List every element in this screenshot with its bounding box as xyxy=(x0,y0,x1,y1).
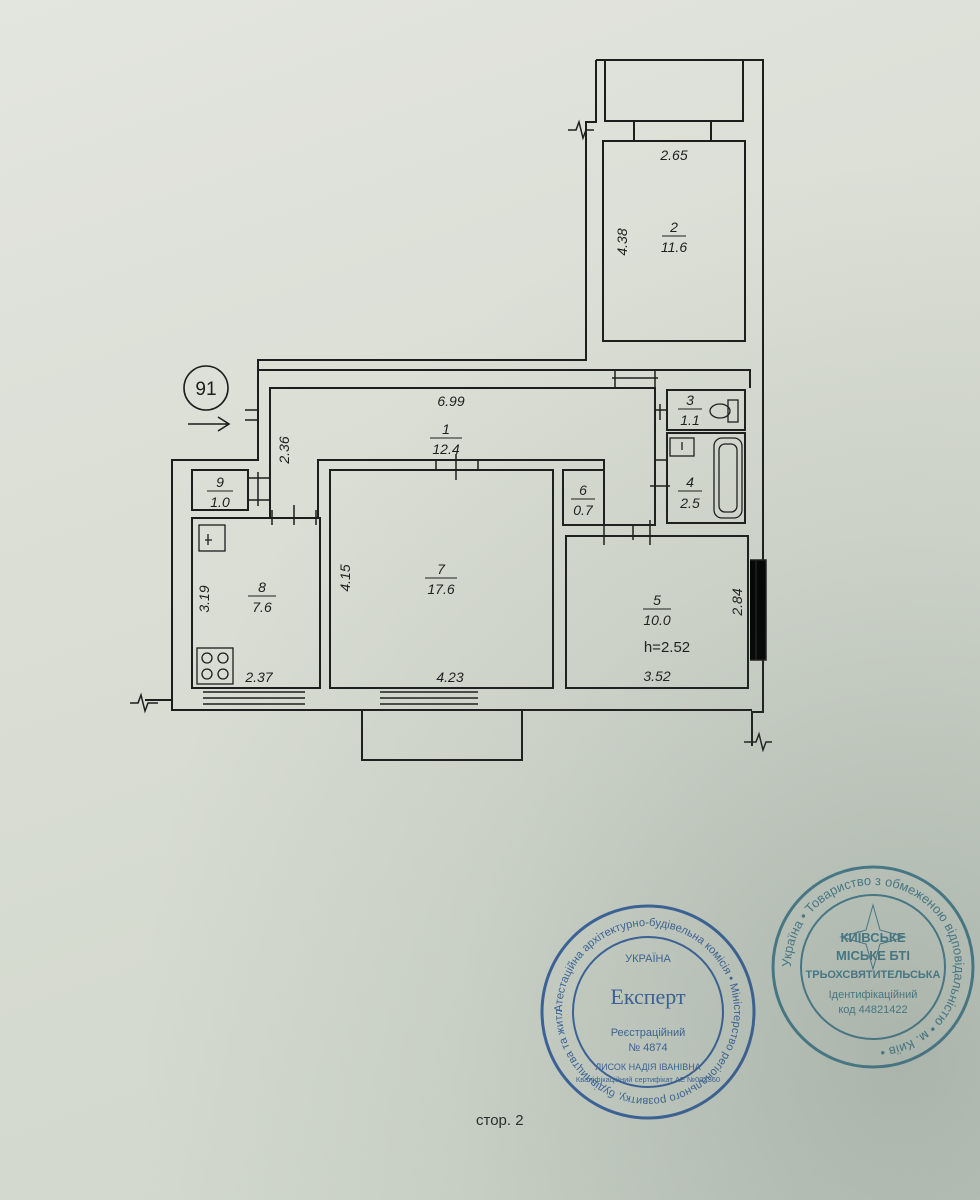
dim-corridor-length: 6.99 xyxy=(437,393,464,409)
svg-text:1: 1 xyxy=(442,421,450,437)
kitchen-sink-icon xyxy=(198,524,226,552)
dimensions: 2.65 4.38 6.99 2.36 4.15 4.23 3.19 2.37 … xyxy=(196,147,745,685)
expert-stamp-ring: Атестаційна архітектурно-будівельна комі… xyxy=(0,0,743,1107)
svg-text:7.6: 7.6 xyxy=(252,599,272,615)
dim-room5-width: 3.52 xyxy=(643,668,670,684)
room-7-label: 7 17.6 xyxy=(425,561,457,597)
svg-text:Експерт: Експерт xyxy=(610,984,686,1009)
room-8-outline xyxy=(191,517,321,689)
svg-text:УКРАЇНА: УКРАЇНА xyxy=(625,953,671,965)
svg-text:11.6: 11.6 xyxy=(661,239,687,255)
svg-text:ТРЬОХСВЯТИТЕЛЬСЬКА: ТРЬОХСВЯТИТЕЛЬСЬКА xyxy=(806,969,941,981)
svg-text:код 44821422: код 44821422 xyxy=(838,1004,907,1016)
dim-room5-length: 2.84 xyxy=(729,588,745,616)
room-labels: 2 11.6 1 12.4 3 1.1 4 2.5 6 0.7 9 1.0 xyxy=(207,219,702,628)
room-4-outline xyxy=(666,432,746,524)
svg-text:ЛИСОК НАДІЯ ІВАНІВНА: ЛИСОК НАДІЯ ІВАНІВНА xyxy=(595,1062,701,1072)
svg-text:Ідентифікаційний: Ідентифікаційний xyxy=(829,989,918,1001)
svg-text:1.1: 1.1 xyxy=(680,412,699,428)
room-3-outline xyxy=(666,389,746,431)
balcony-bottom xyxy=(361,710,523,761)
room-6-label: 6 0.7 xyxy=(571,482,595,518)
svg-text:№ 4874: № 4874 xyxy=(628,1042,667,1054)
svg-text:12.4: 12.4 xyxy=(432,441,459,457)
dim-corridor-width: 2.36 xyxy=(276,436,292,464)
apartment-number-badge: 91 xyxy=(183,365,229,411)
room-9-outline xyxy=(191,469,249,511)
outer-wall-left xyxy=(145,60,597,701)
room-2-label: 2 11.6 xyxy=(661,219,687,255)
svg-text:5: 5 xyxy=(653,592,661,608)
svg-text:8: 8 xyxy=(258,579,266,595)
bathtub-icon xyxy=(713,437,743,519)
toilet-icon xyxy=(709,399,739,423)
dim-room8-length: 3.19 xyxy=(196,585,212,612)
windows xyxy=(203,559,767,705)
svg-text:9: 9 xyxy=(216,474,224,490)
dim-room7-width: 4.23 xyxy=(436,669,463,685)
doors xyxy=(245,370,670,545)
balcony-top xyxy=(604,60,744,122)
svg-text:1.0: 1.0 xyxy=(210,494,230,510)
svg-text:2.5: 2.5 xyxy=(679,495,700,511)
dim-room2-length: 4.38 xyxy=(614,228,630,255)
bti-stamp-ring: Україна • Товариство з обмеженою відпові… xyxy=(779,873,967,1061)
room-8-label: 8 7.6 xyxy=(248,579,276,615)
ceiling-height: h=2.52 xyxy=(644,639,690,656)
svg-text:Реєстраційний: Реєстраційний xyxy=(611,1027,686,1039)
room-7-outline xyxy=(329,469,554,689)
room-9-label: 9 1.0 xyxy=(207,474,233,510)
bti-stamp: Україна • Товариство з обмеженою відпові… xyxy=(771,865,975,1069)
room-6-outline xyxy=(562,469,605,526)
svg-text:2: 2 xyxy=(669,219,678,235)
expert-stamp: Атестаційна архітектурно-будівельна комі… xyxy=(0,0,756,1120)
sink-icon xyxy=(669,437,695,457)
svg-text:КИЇВСЬКЕ: КИЇВСЬКЕ xyxy=(840,930,905,945)
svg-text:10.0: 10.0 xyxy=(643,612,670,628)
dim-room8-width: 2.37 xyxy=(244,669,273,685)
room-5-outline xyxy=(565,535,749,689)
svg-text:6: 6 xyxy=(579,482,587,498)
svg-text:17.6: 17.6 xyxy=(427,581,454,597)
svg-text:3: 3 xyxy=(686,392,694,408)
room-4-label: 4 2.5 xyxy=(678,474,702,511)
svg-text:7: 7 xyxy=(437,561,446,577)
stove-icon xyxy=(196,647,234,685)
walls xyxy=(145,59,764,761)
apartment-number: 91 xyxy=(195,379,216,400)
outer-wall-bottom xyxy=(171,700,752,711)
room-3-label: 3 1.1 xyxy=(678,392,702,428)
svg-text:0.7: 0.7 xyxy=(573,502,594,518)
page-number: стор. 2 xyxy=(476,1112,524,1129)
room-2-outline xyxy=(602,140,746,342)
outer-wall xyxy=(596,59,764,746)
svg-text:МІСЬКЕ БТІ: МІСЬКЕ БТІ xyxy=(836,948,910,963)
svg-text:4: 4 xyxy=(686,474,694,490)
room-1-label: 1 12.4 xyxy=(430,421,462,457)
room-5-label: 5 10.0 xyxy=(643,592,671,628)
entrance-arrow-icon xyxy=(188,416,231,432)
star-emblem-icon xyxy=(839,903,907,971)
break-marks xyxy=(130,119,772,753)
dim-room7-length: 4.15 xyxy=(337,564,353,591)
svg-text:Кваліфікаційний сертифікат АЕ: Кваліфікаційний сертифікат АЕ №003360 xyxy=(576,1075,720,1084)
fixtures xyxy=(196,399,743,685)
dim-room2-width: 2.65 xyxy=(659,147,687,163)
